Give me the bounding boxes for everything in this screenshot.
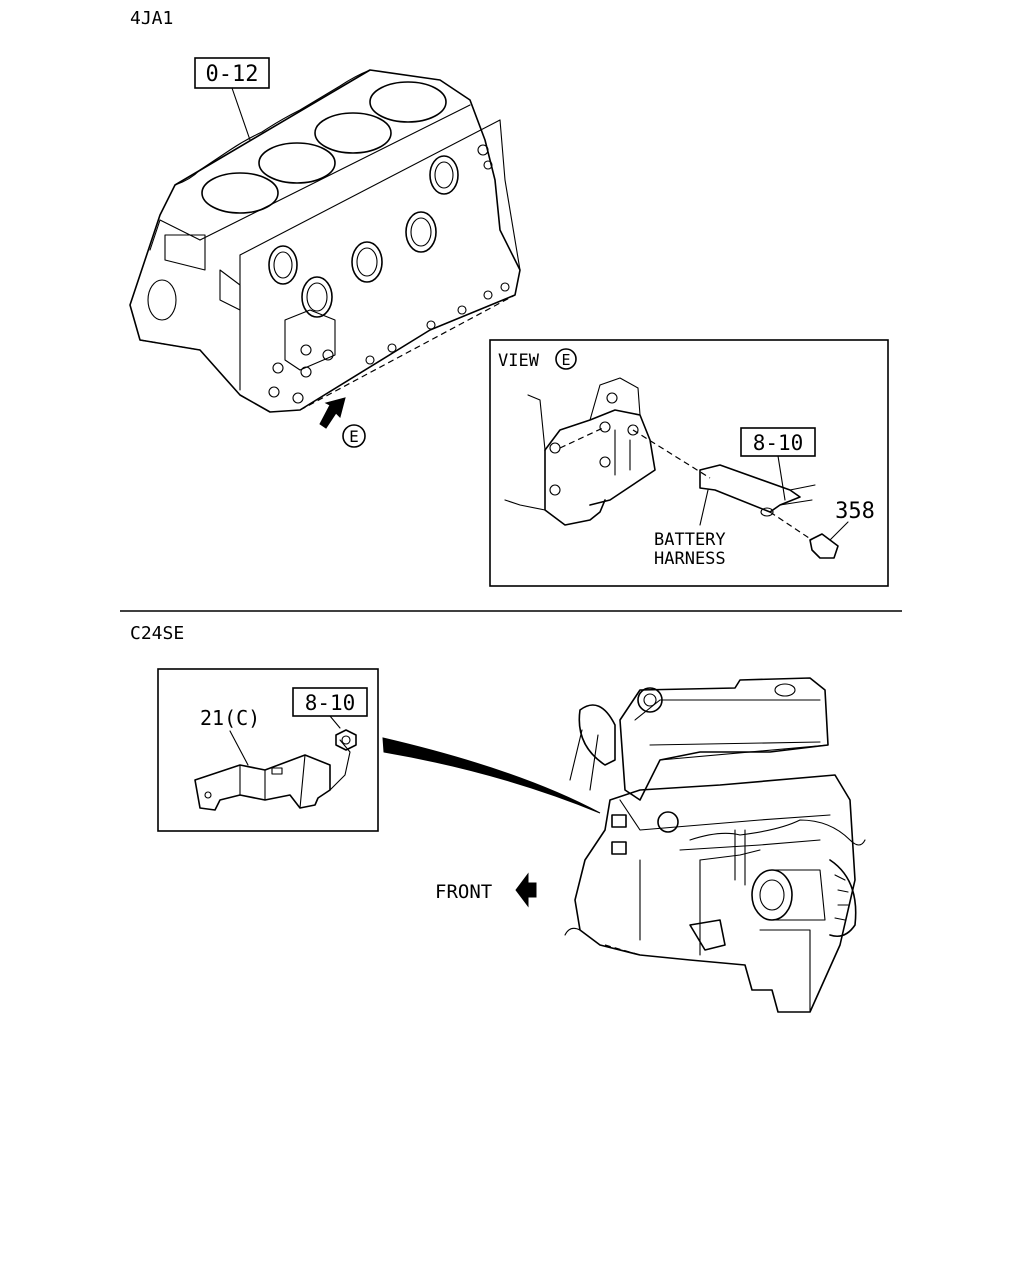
callout-wedge [382, 737, 601, 814]
view-part-ref-8-10-text: 8-10 [753, 431, 804, 455]
view-e-circle-icon [555, 348, 577, 370]
bracket-detail-box: 21(C) 8-10 [157, 668, 379, 832]
view-e-detail-box: VIEW E 8-10 358 BATTERY HARNESS [489, 339, 889, 587]
engine-assembly-illustration [564, 677, 866, 1013]
part-ref-0-12[interactable]: 0-12 [194, 57, 270, 89]
view-e-marker-text: E [349, 427, 359, 446]
view-part-ref-8-10[interactable] [740, 427, 816, 457]
bracket-label-21c: 21(C) [200, 706, 260, 730]
harness-label-line2: HARNESS [654, 549, 726, 569]
bolt-number-358: 358 [835, 499, 875, 524]
engine-block-illustration [129, 69, 521, 413]
detail-part-ref-8-10[interactable] [292, 687, 368, 717]
front-arrow-icon [515, 872, 537, 908]
view-e-marker: E [342, 424, 366, 448]
view-e-arrow-icon [319, 397, 346, 429]
part-ref-0-12-text: 0-12 [206, 62, 259, 87]
model-label-4ja1: 4JA1 [130, 8, 173, 29]
view-e-title: VIEW [498, 351, 540, 371]
model-label-c24se: C24SE [130, 623, 184, 644]
front-label: FRONT [435, 881, 492, 903]
detail-part-ref-8-10-text: 8-10 [305, 691, 356, 715]
view-e-circle-text: E [561, 351, 570, 369]
harness-label-line1: BATTERY [654, 530, 726, 550]
leader-line-0-12 [231, 87, 251, 141]
